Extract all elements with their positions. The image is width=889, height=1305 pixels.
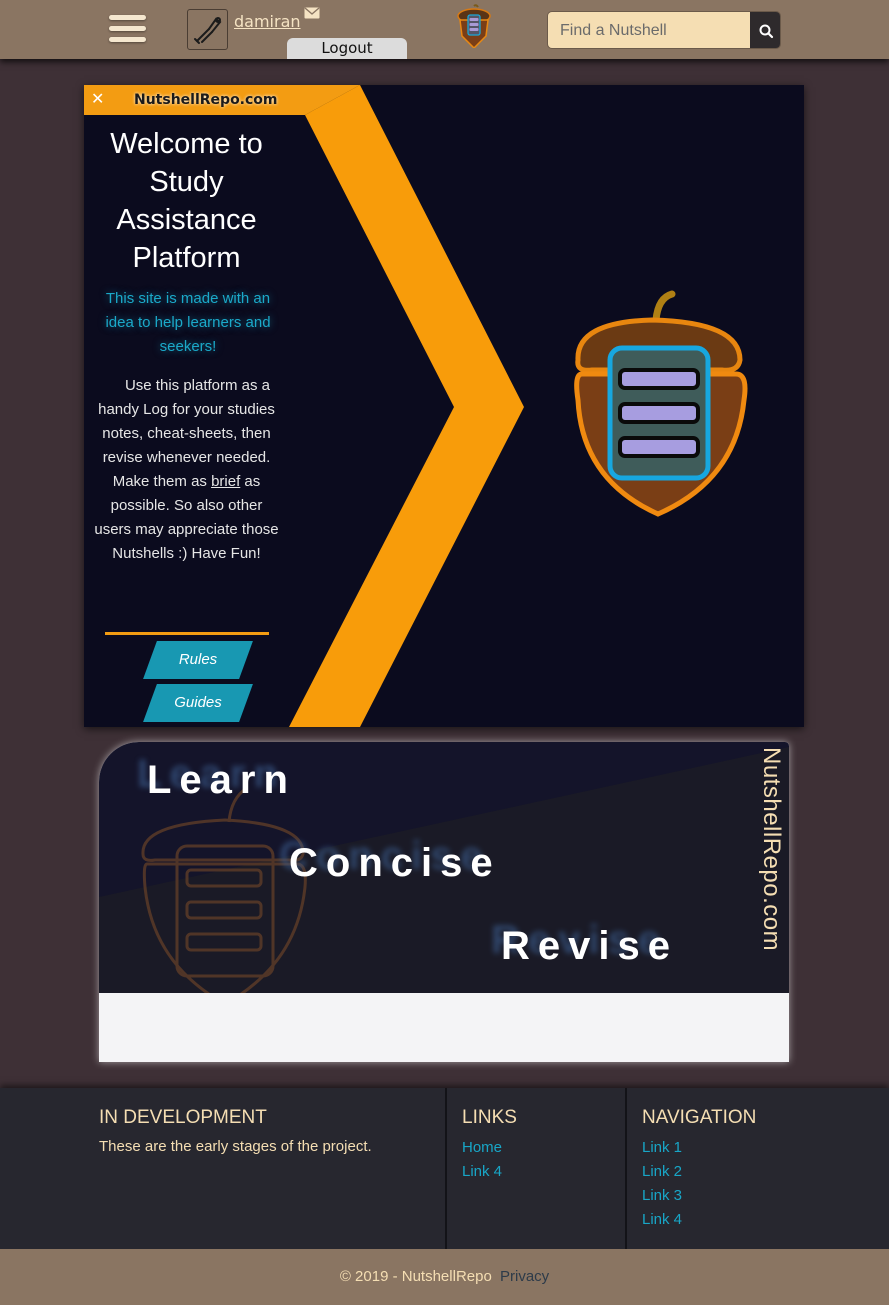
acorn-logo-large xyxy=(574,290,748,517)
footer-links-title: LINKS xyxy=(462,1107,517,1128)
hero-top-strip xyxy=(84,85,360,115)
copyright-text: © 2019 - NutshellRepo xyxy=(339,1268,492,1285)
description-text: Use this platform as a handy Log for you… xyxy=(94,374,279,566)
search-box xyxy=(547,11,781,49)
learn-concise-revise-banner: Learn Concise Revise Learn Concise Revis… xyxy=(99,742,789,1062)
footer-nav-link-2[interactable]: Link 2 xyxy=(642,1163,683,1180)
logout-button[interactable]: Logout xyxy=(287,38,407,59)
search-input[interactable] xyxy=(548,12,750,48)
hero-graphics xyxy=(84,85,748,727)
search-button[interactable] xyxy=(750,12,780,48)
guides-button[interactable]: Guides xyxy=(143,684,253,722)
welcome-title: Welcome to Study Assistance Platform xyxy=(110,128,263,274)
footer-nav-link-3[interactable]: Link 3 xyxy=(642,1187,683,1204)
footer-nav-link-4[interactable]: Link 4 xyxy=(642,1211,683,1228)
brand-tag: NutshellRepo.com xyxy=(134,92,278,108)
hero-panel: ✕ NutshellRepo.com Welcome to Study Assi… xyxy=(84,85,804,727)
acorn-logo-icon[interactable] xyxy=(456,4,492,48)
footer-dev-column: IN DEVELOPMENT These are the early stage… xyxy=(99,1088,444,1249)
revise-shadow: Revise xyxy=(491,918,668,962)
search-icon xyxy=(759,24,774,39)
close-icon[interactable]: ✕ xyxy=(91,89,105,108)
footer-nav-title: NAVIGATION xyxy=(642,1107,757,1128)
footer-dev-text: These are the early stages of the projec… xyxy=(99,1138,372,1155)
hero-divider xyxy=(105,632,269,635)
learn-word: Learn xyxy=(147,758,296,802)
desc-after: as possible. So also other users may app… xyxy=(94,473,279,562)
footer-links-list: Home Link 4 xyxy=(462,1136,625,1184)
copyright-bar: © 2019 - NutshellRepo Privacy xyxy=(0,1249,889,1305)
footer-link-home[interactable]: Home xyxy=(462,1139,503,1156)
top-header: damiran Logout xyxy=(0,0,889,59)
concise-word: Concise xyxy=(289,841,501,885)
chevron-shape xyxy=(289,85,524,727)
desc-brief: brief xyxy=(211,473,241,490)
rules-button[interactable]: Rules xyxy=(143,641,253,679)
hamburger-menu-icon[interactable] xyxy=(109,15,146,43)
desc-before: Use this platform as a handy Log for you… xyxy=(98,377,275,490)
guides-label: Guides xyxy=(174,694,222,711)
revise-word: Revise xyxy=(501,924,678,968)
privacy-link[interactable]: Privacy xyxy=(499,1268,550,1285)
avatar[interactable] xyxy=(187,9,228,50)
footer-dev-title: IN DEVELOPMENT xyxy=(99,1107,267,1128)
tools-icon xyxy=(194,17,222,44)
idea-text: This site is made with an idea to help l… xyxy=(105,290,271,355)
footer: IN DEVELOPMENT These are the early stage… xyxy=(0,1088,889,1249)
rules-label: Rules xyxy=(178,651,218,668)
footer-links-column: LINKS Home Link 4 xyxy=(445,1088,625,1249)
vertical-brand: NutshellRepo.com xyxy=(758,747,789,987)
faded-acorn-icon xyxy=(141,786,307,993)
concise-shadow: Concise xyxy=(279,834,491,878)
learn-shadow: Learn xyxy=(137,752,286,796)
vertical-brand-text: NutshellRepo.com xyxy=(758,747,785,952)
footer-navigation-column: NAVIGATION Link 1 Link 2 Link 3 Link 4 xyxy=(625,1088,889,1249)
footer-nav-list: Link 1 Link 2 Link 3 Link 4 xyxy=(642,1136,889,1232)
envelope-icon[interactable] xyxy=(304,7,320,19)
footer-link-4[interactable]: Link 4 xyxy=(462,1163,503,1180)
footer-nav-link-1[interactable]: Link 1 xyxy=(642,1139,683,1156)
banner-background xyxy=(99,742,789,993)
username-link[interactable]: damiran xyxy=(234,12,301,31)
